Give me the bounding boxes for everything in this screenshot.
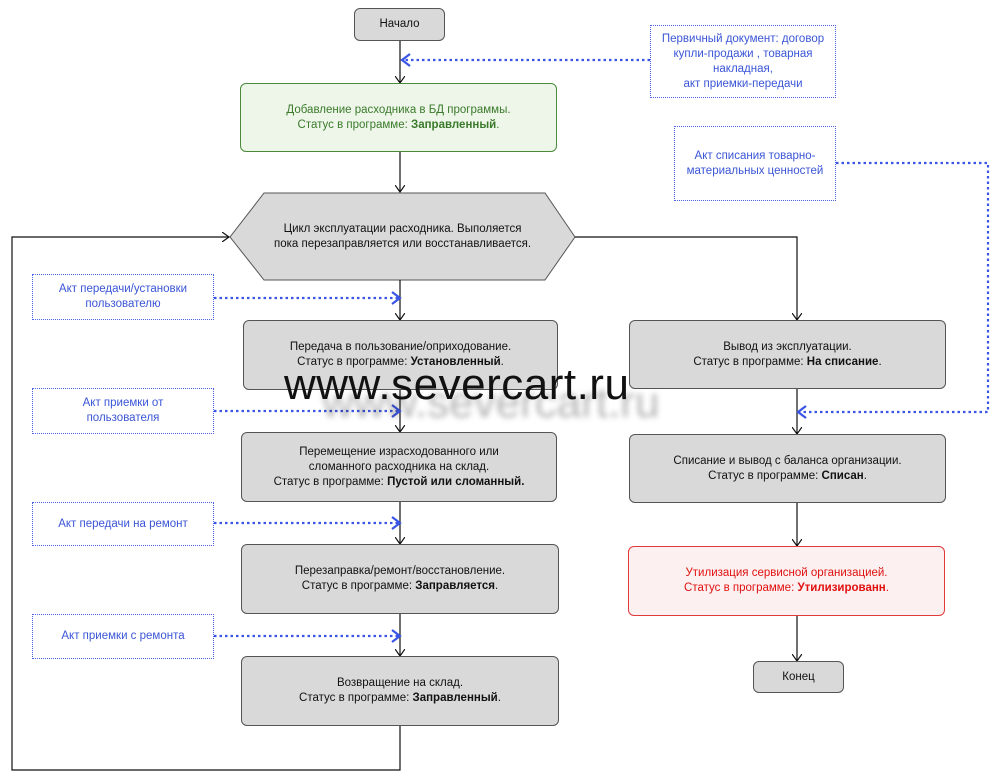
status-value: Пустой или сломанный.: [387, 475, 525, 488]
cycle-line-1: Цикл эксплуатации расходника. Выполяется: [283, 223, 522, 235]
status-prefix: Статус в программе:: [273, 475, 384, 488]
move-node-line-1: Перемещение израсходованного или: [299, 445, 499, 458]
doc-line-4: акт приемки-передачи: [683, 77, 803, 90]
transfer-act-box: Акт передачи/установки пользователю: [32, 274, 214, 320]
start-label: Начало: [379, 18, 420, 30]
add-to-db-node: Добавление расходника в БД программы. Ст…: [240, 83, 557, 152]
status-value: Заправленный: [412, 692, 498, 704]
add-node-text: Добавление расходника в БД программы.: [286, 103, 511, 116]
document-connectors: [214, 53, 990, 643]
doc-line-2: пользователю: [85, 298, 161, 310]
decom-node-text: Вывод из эксплуатации.: [723, 340, 852, 353]
status-prefix: Статус в программе:: [297, 118, 408, 131]
watermark-text: www.severcart.ru: [284, 360, 630, 409]
move-node-line-2: сломанного расходника на склад.: [308, 460, 490, 473]
doc-line-1: Первичный документ: договор: [661, 32, 825, 45]
doc-line-1: Акт списания товарно-: [694, 149, 816, 162]
decom-node-status-line: Статус в программе: На списание.: [693, 355, 882, 368]
writeoff-node-text: Списание и вывод с баланса организации.: [673, 454, 902, 467]
move-node-status-line: Статус в программе: Пустой или сломанный…: [274, 475, 525, 490]
issue-node-text: Передача в пользование/оприходование.: [289, 341, 512, 353]
end-terminal: Конец: [753, 661, 844, 693]
writeoff-node-status-line: Статус в программе: Списан.: [708, 469, 867, 482]
return-node-status-line: Статус в программе: Заправленный.: [299, 692, 501, 704]
doc-line-2: купли-продажи , товарная: [673, 47, 813, 60]
dispose-node-status-line: Статус в программе: Утилизированн.: [684, 582, 889, 594]
receipt-act-box: Акт приемки от пользователя: [32, 388, 214, 434]
repair-receipt-act-box: Акт приемки с ремонта: [32, 614, 214, 659]
primary-document-box: Первичный документ: договор купли-продаж…: [650, 25, 836, 98]
refill-node: Перезаправка/ремонт/восстановление. Стат…: [241, 544, 559, 614]
doc-line-1: Акт приемки с ремонта: [61, 630, 185, 642]
refill-node-text: Перезаправка/ремонт/восстановление.: [294, 565, 506, 577]
doc-line-1: Акт передачи/установки: [58, 283, 188, 295]
status-prefix: Статус в программе:: [708, 469, 819, 482]
doc-line-3: накладная,: [713, 62, 773, 75]
doc-line-1: Акт передачи на ремонт: [58, 517, 188, 530]
issue-to-user-node: Передача в пользование/оприходование. Ст…: [243, 320, 558, 390]
watermark-shadow: www.severcart.ru: [322, 378, 660, 427]
decommission-node: Вывод из эксплуатации. Статус в программ…: [629, 320, 946, 389]
start-terminal: Начало: [354, 8, 445, 41]
status-prefix: Статус в программе:: [299, 692, 410, 704]
status-value: Заправленный: [411, 118, 497, 131]
cycle-node: Цикл эксплуатации расходника. Выполяется…: [250, 215, 555, 259]
status-value: Установленный: [410, 356, 501, 368]
doc-line-2: пользователя: [86, 412, 160, 424]
refill-node-status-line: Статус в программе: Заправляется.: [301, 580, 499, 592]
move-to-warehouse-node: Перемещение израсходованного или сломанн…: [241, 432, 557, 502]
status-value: Заправляется: [415, 580, 495, 592]
return-to-warehouse-node: Возвращение на склад. Статус в программе…: [241, 656, 559, 726]
doc-line-1: Акт приемки от: [82, 397, 164, 409]
doc-line-2: материальных ценностей: [686, 164, 824, 177]
return-node-text: Возвращение на склад.: [336, 677, 464, 689]
cycle-line-2: пока перезаправляется или восстанавливае…: [273, 238, 532, 250]
status-value: На списание: [806, 355, 879, 368]
write-off-node: Списание и вывод с баланса организации. …: [629, 434, 946, 503]
end-label: Конец: [782, 670, 815, 683]
writeoff-act-box: Акт списания товарно- материальных ценно…: [674, 126, 836, 201]
status-prefix: Статус в программе:: [684, 582, 795, 594]
status-prefix: Статус в программе:: [297, 356, 408, 368]
status-value: Утилизированн: [797, 582, 886, 594]
status-prefix: Статус в программе:: [693, 355, 804, 368]
dispose-node-text: Утилизация сервисной организацией.: [685, 567, 888, 579]
issue-node-status-line: Статус в программе: Установленный.: [297, 356, 504, 368]
status-prefix: Статус в программе:: [301, 580, 413, 592]
repair-act-box: Акт передачи на ремонт: [32, 502, 214, 546]
status-value: Списан: [821, 469, 864, 482]
disposal-node: Утилизация сервисной организацией. Стату…: [628, 546, 945, 616]
add-node-status-line: Статус в программе: Заправленный.: [297, 118, 500, 131]
